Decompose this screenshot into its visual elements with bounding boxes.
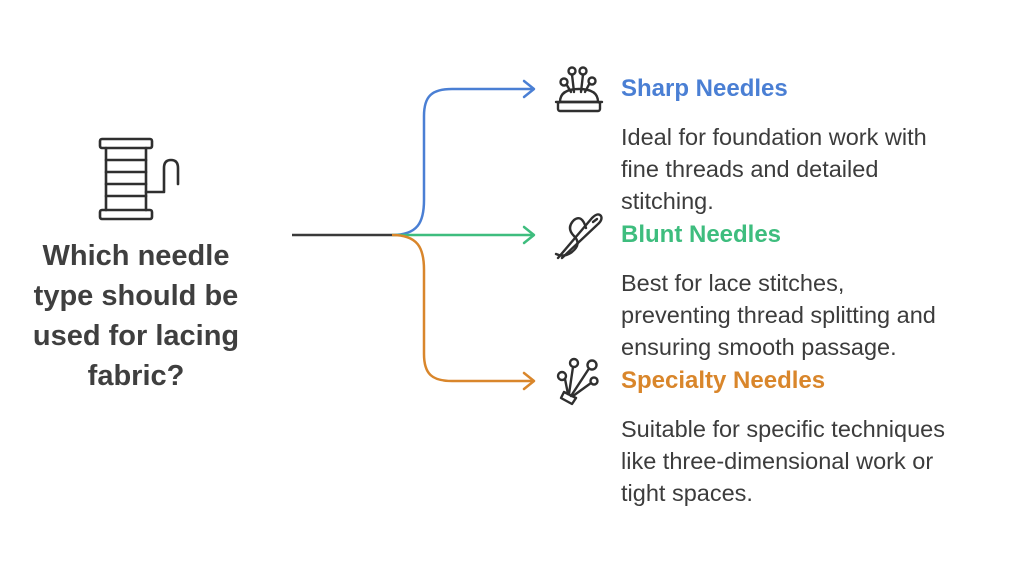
option-title-sharp: Sharp Needles	[621, 75, 788, 102]
arrow-specialty	[522, 371, 536, 391]
pins-bundle-icon	[556, 357, 599, 406]
option-title-specialty: Specialty Needles	[621, 367, 826, 394]
arrow-sharp	[522, 79, 536, 99]
option-title-blunt: Blunt Needles	[621, 221, 782, 248]
pincushion-icon	[554, 66, 604, 113]
option-desc-sharp: Ideal for foundation work with fine thre…	[621, 124, 927, 214]
thread-spool-icon	[98, 137, 180, 221]
branch-specialty	[391, 233, 532, 383]
arrow-blunt	[522, 225, 536, 245]
option-desc-specialty: Suitable for specific techniques like th…	[621, 416, 945, 506]
branch-sharp	[391, 87, 532, 237]
needle-and-thread-icon	[554, 213, 603, 260]
option-desc-blunt: Best for lace stitches, preventing threa…	[621, 270, 936, 360]
question-text: Which needle type should be used for lac…	[32, 240, 240, 392]
